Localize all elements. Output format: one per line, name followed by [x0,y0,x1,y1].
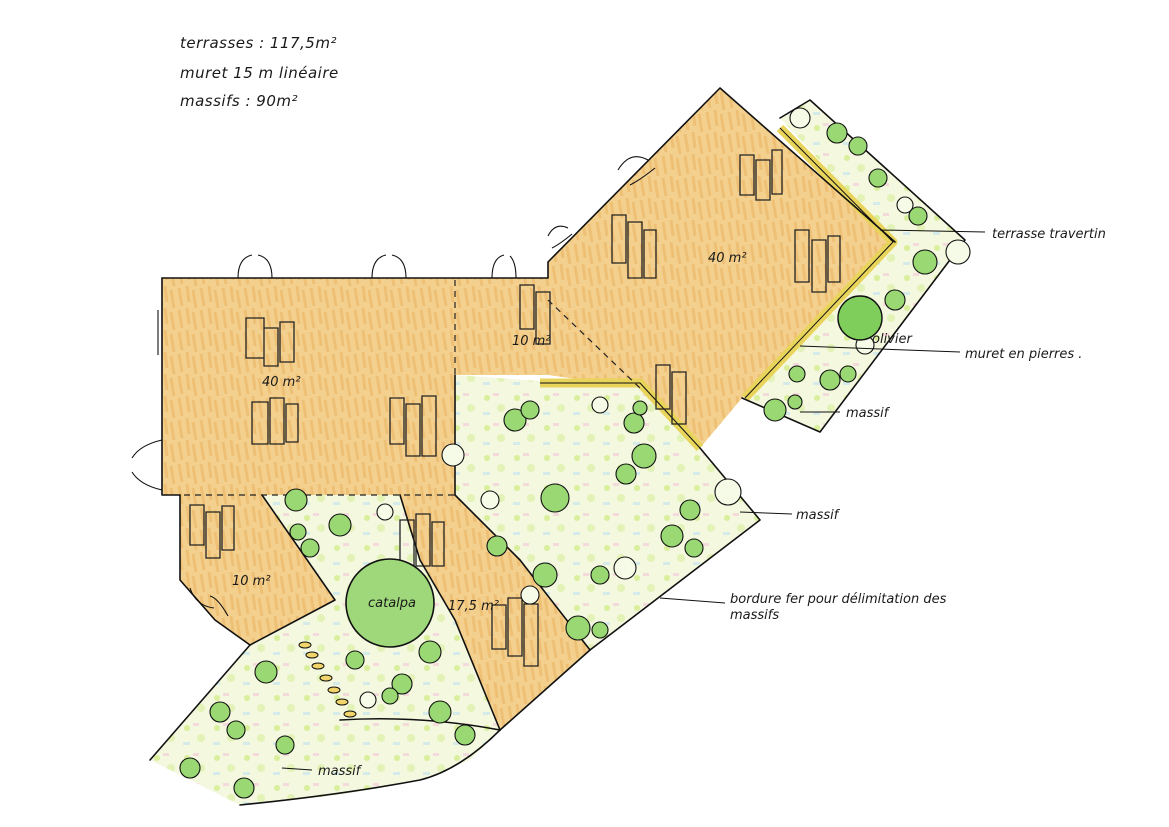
olive-tree [837,295,883,341]
right-bed [742,100,965,432]
legend-terraces: terrasses : 117,5m² [180,34,337,52]
stone-walls [540,124,898,452]
annotation-bed-bottom: massif [318,764,363,779]
legend-wall: muret 15 m linéaire [180,64,339,82]
annotation-bed-right: massif [846,406,891,421]
lower-mid-terrace [400,495,590,730]
main-terrace-area: 40 m² [262,375,301,390]
catalpa-tree [345,558,435,648]
annotation-olive: olivier [872,332,913,347]
right-terrace [548,88,895,448]
lower-left-terrace-area: 10 m² [232,574,271,589]
annotation-travertine: terrasse travertin [992,227,1106,242]
mid-terrace-area: 10 m² [512,334,551,349]
stepping-stones [298,641,357,718]
lower-left-terrace [180,495,335,645]
plants [179,107,971,799]
bottom-bed [150,645,500,805]
main-terrace [162,278,548,495]
legend-beds: massifs : 90m² [180,92,298,110]
annotation-bed-center: massif [796,508,841,523]
center-bed [455,375,760,650]
terraces-layer [162,88,895,730]
doors [131,156,656,617]
right-terrace-area: 40 m² [708,251,747,266]
annotation-stone-wall: muret en pierres . [965,347,1082,362]
catalpa-label: catalpa [368,596,416,611]
lower-mid-terrace-area: 17,5 m² [448,599,499,614]
pavers [189,149,841,667]
annotation-edging: bordure fer pour délimitation des massif… [730,592,947,623]
